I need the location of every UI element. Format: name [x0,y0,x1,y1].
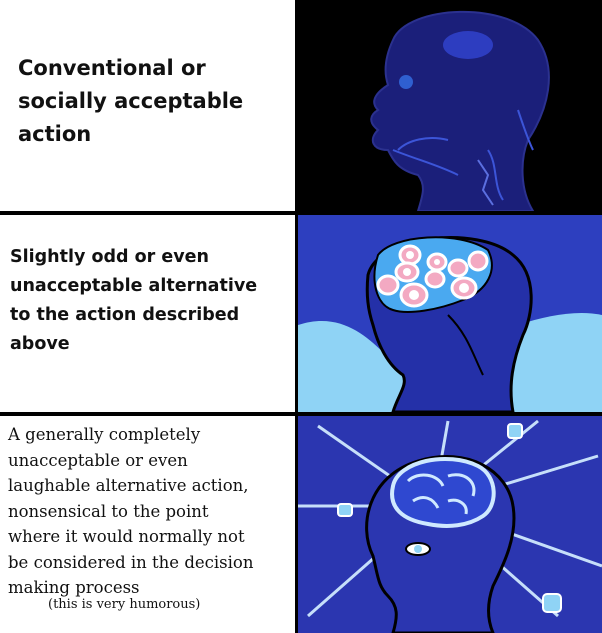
panel-3-line: A generally completely [8,425,201,444]
panel-3-caption: A generally completely unacceptable or e… [0,416,295,633]
divider [0,412,602,416]
panel-3-line: laughable alternative action, [8,476,249,495]
panel-3-head-image [298,416,602,633]
panel-1-line: action [18,122,92,146]
panel-3-line: unacceptable or even [8,450,188,470]
panel-2-line: to the action described [10,305,240,325]
panel-2-head-image [298,215,602,412]
panel-3-note: (this is very humorous) [48,597,201,612]
panel-1-caption: Conventional or socially acceptable acti… [0,0,295,211]
panel-3-body: A generally completely unacceptable or e… [8,422,293,601]
panel-2: Slightly odd or even unacceptable altern… [0,215,602,412]
panel-1-line: socially acceptable [18,89,244,113]
panel-3-line: where it would normally not [8,527,245,546]
panel-3: A generally completely unacceptable or e… [0,416,602,633]
panel-3-line: nonsensical to the point [8,501,209,521]
vertical-divider [295,0,298,633]
panel-3-line: making process [8,578,140,597]
panel-2-line: unacceptable alternative [10,276,258,296]
panel-1: Conventional or socially acceptable acti… [0,0,602,211]
panel-2-line: Slightly odd or even [10,247,209,267]
panel-2-line: above [10,334,70,354]
panel-1-head-image [298,0,602,211]
panel-3-line: be considered in the decision [8,552,254,572]
divider [0,211,602,215]
panel-2-caption: Slightly odd or even unacceptable altern… [0,215,295,412]
panel-1-line: Conventional or [18,56,206,80]
